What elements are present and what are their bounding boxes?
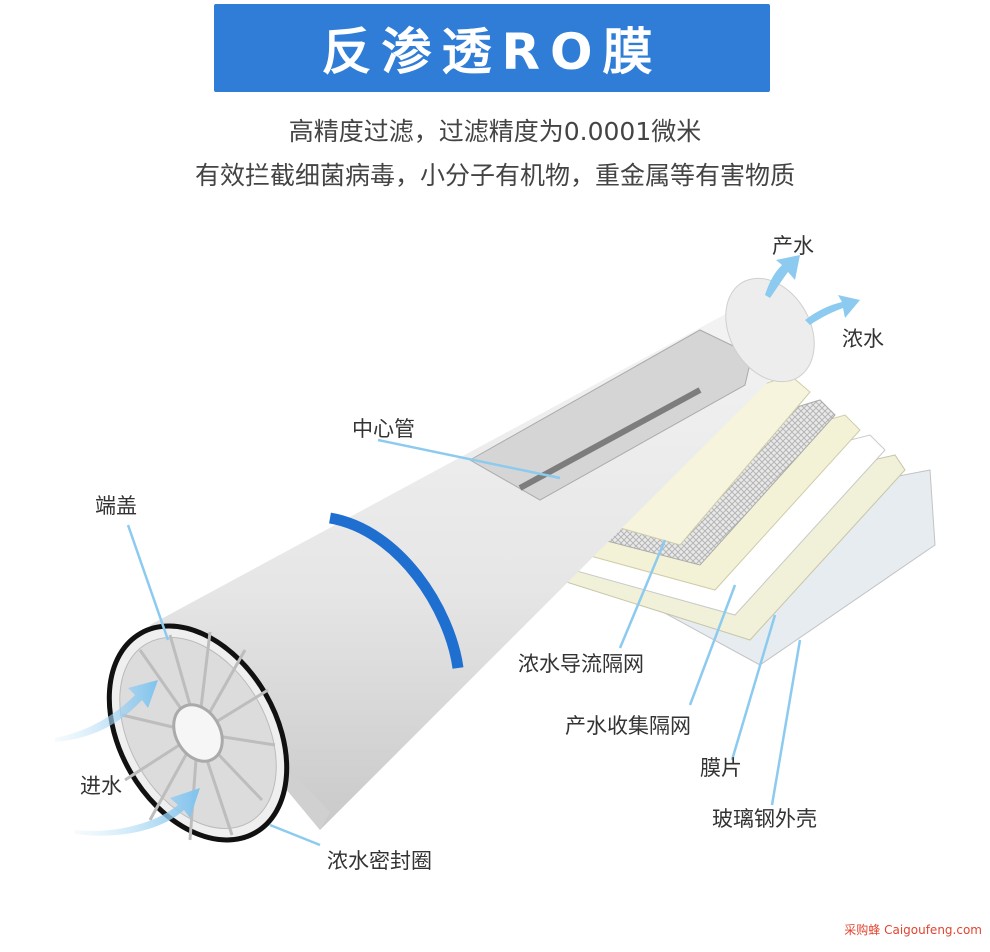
label-center-tube: 中心管 [352,417,415,441]
label-fiberglass-shell: 玻璃钢外壳 [712,807,817,831]
label-concentrate-spacer: 浓水导流隔网 [518,652,644,676]
leader-lines [126,438,802,847]
title-banner: 反渗透RO膜 [214,4,770,92]
watermark: 采购蜂 Caigoufeng.com [844,923,982,937]
label-concentrate: 浓水 [842,327,884,351]
label-end-cap: 端盖 [95,494,137,518]
label-permeate-spacer: 产水收集隔网 [565,714,691,738]
front-end-cap [106,623,290,843]
subtitle-line-2: 有效拦截细菌病毒，小分子有机物，重金属等有害物质 [194,161,795,190]
page-title: 反渗透RO膜 [321,23,663,81]
flow-arrows [55,255,860,836]
label-membrane: 膜片 [700,756,742,780]
subtitle-line-1: 高精度过滤，过滤精度为0.0001微米 [288,117,702,146]
label-brine-seal: 浓水密封圈 [327,849,432,873]
label-product-water: 产水 [772,234,814,258]
label-inlet: 进水 [80,774,122,798]
